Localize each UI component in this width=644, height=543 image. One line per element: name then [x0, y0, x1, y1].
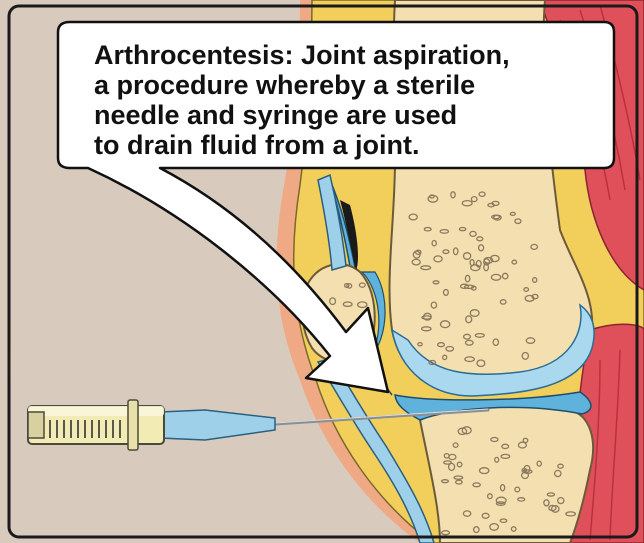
- syringe-flange: [128, 400, 138, 450]
- caption-line-4: to drain fluid from a joint.: [94, 130, 419, 160]
- caption-line-2: a procedure whereby a sterile: [94, 70, 475, 100]
- syringe-plunger: [28, 412, 44, 438]
- caption-line-3: needle and syringe are used: [94, 100, 457, 130]
- caption-line-1: Arthrocentesis: Joint aspiration,: [94, 40, 510, 70]
